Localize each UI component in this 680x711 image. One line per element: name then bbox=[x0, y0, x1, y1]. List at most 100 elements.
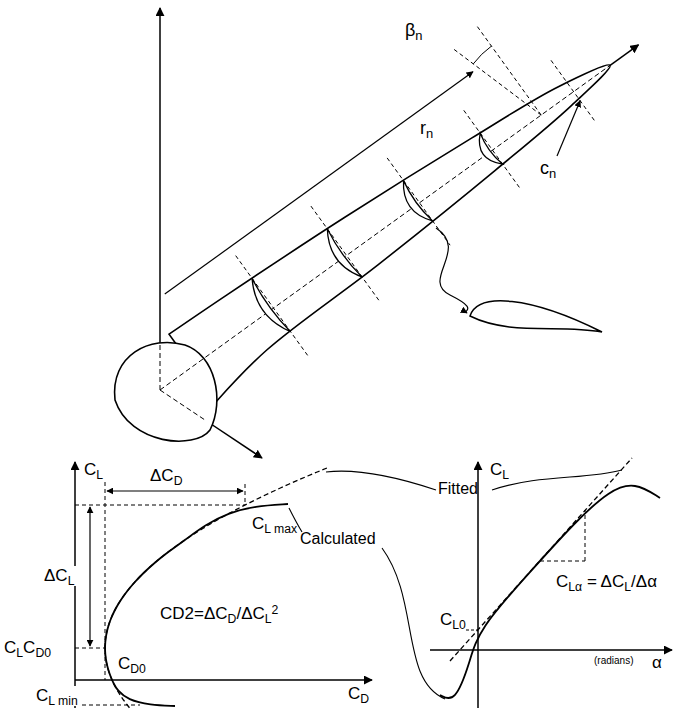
twist-line bbox=[453, 49, 541, 115]
blade-axis bbox=[610, 45, 638, 65]
slope-run bbox=[540, 561, 585, 562]
label-part: L bbox=[265, 612, 272, 626]
label-part: C bbox=[490, 460, 502, 479]
label-part: 2 bbox=[272, 603, 279, 617]
axis-value: CD0 bbox=[118, 654, 146, 674]
limit-label: CL max bbox=[252, 514, 297, 534]
axis-label: CL bbox=[490, 460, 509, 480]
label-part: c bbox=[540, 158, 549, 178]
airfoil-section bbox=[470, 301, 602, 332]
label-part: ΔC bbox=[44, 566, 68, 585]
cd-axis bbox=[75, 679, 372, 681]
label-part: ΔC bbox=[150, 466, 174, 485]
leader-line bbox=[492, 470, 622, 490]
station-line bbox=[551, 60, 596, 122]
label-part: L bbox=[502, 468, 509, 482]
polar-curves bbox=[105, 468, 327, 708]
label-part: Lα bbox=[568, 580, 582, 594]
axis-dashed bbox=[160, 65, 610, 390]
label-part: r bbox=[420, 118, 426, 138]
alpha-axis bbox=[430, 649, 672, 651]
label-part: D0 bbox=[35, 646, 51, 660]
axis-value: CL0 bbox=[440, 610, 466, 630]
delta-label: ΔCL bbox=[42, 566, 76, 586]
label-part: L min bbox=[48, 694, 77, 708]
leader-line bbox=[436, 228, 468, 313]
label-part: Calculated bbox=[300, 530, 376, 547]
clcd0-guide bbox=[75, 648, 105, 649]
label-part: L bbox=[16, 646, 23, 660]
axis-label: CL bbox=[84, 460, 103, 480]
hub bbox=[115, 342, 217, 441]
leader-line bbox=[326, 471, 436, 490]
radius-arrow bbox=[165, 72, 473, 294]
label-part: = ΔC bbox=[582, 572, 624, 591]
blade-outline bbox=[169, 65, 610, 401]
label-part: α bbox=[652, 653, 662, 672]
label-part: C bbox=[23, 638, 35, 657]
label-part: L bbox=[96, 468, 103, 482]
label-part: /ΔC bbox=[236, 604, 264, 623]
axis-dashed bbox=[160, 345, 161, 390]
label-part: C bbox=[4, 638, 16, 657]
label-part: C bbox=[118, 654, 130, 673]
cl0-tick bbox=[466, 630, 478, 631]
axis-dashed bbox=[160, 390, 205, 420]
formula-label: CD2=ΔCD/ΔCL2 bbox=[160, 604, 278, 624]
delta-label: ΔCD bbox=[150, 466, 182, 486]
label-part: L bbox=[68, 574, 75, 588]
cl-axis bbox=[477, 462, 479, 708]
label-part: /Δα bbox=[631, 572, 657, 591]
label-part: C bbox=[252, 514, 264, 533]
twist-line bbox=[477, 26, 541, 115]
label-part: D bbox=[228, 612, 237, 626]
label-part: D0 bbox=[130, 662, 146, 676]
label-part: n bbox=[426, 126, 433, 141]
label-part: n bbox=[549, 166, 556, 181]
calculated-polar bbox=[105, 504, 288, 706]
limit-label: CL min bbox=[34, 686, 80, 706]
label-part: C bbox=[348, 684, 360, 703]
radius-label: rn bbox=[420, 118, 433, 139]
curve-note: Fitted bbox=[438, 480, 478, 498]
label-part: D bbox=[360, 692, 369, 706]
curve-note: Calculated bbox=[300, 530, 376, 548]
calculated-lift bbox=[440, 486, 660, 698]
slope-rise bbox=[585, 510, 586, 561]
blade-section bbox=[479, 133, 502, 164]
delta-cl-arrow bbox=[89, 507, 90, 646]
cd-guide bbox=[245, 484, 246, 505]
clmin-guide bbox=[75, 705, 140, 706]
label-part: C bbox=[84, 460, 96, 479]
station-line bbox=[464, 110, 520, 188]
twist-arc bbox=[473, 46, 491, 64]
label-part: C bbox=[556, 572, 568, 591]
lateral-axis bbox=[205, 420, 262, 458]
blade-group bbox=[115, 26, 639, 441]
label-part: β bbox=[405, 20, 415, 40]
label-part: C bbox=[440, 610, 452, 629]
clmax-guide bbox=[75, 505, 245, 506]
chord-arrow bbox=[557, 101, 580, 156]
lift-curve bbox=[440, 486, 660, 698]
angle-label: βn bbox=[405, 20, 423, 41]
axis-value: CLCD0 bbox=[4, 638, 51, 658]
label-part: L max bbox=[264, 522, 297, 536]
label-part: C bbox=[36, 686, 48, 705]
label-part: n bbox=[415, 28, 422, 43]
leader-line bbox=[382, 548, 445, 699]
label-part: L0 bbox=[452, 618, 466, 632]
station-line bbox=[236, 256, 308, 356]
station-line bbox=[311, 206, 380, 301]
label-part: (radians) bbox=[594, 655, 633, 666]
fitted-parabola bbox=[105, 468, 327, 708]
unit-label: (radians) bbox=[594, 655, 633, 667]
label-part: CD2=ΔC bbox=[160, 604, 228, 623]
label-part: D bbox=[174, 474, 183, 488]
delta-cd-arrow bbox=[107, 490, 243, 491]
vertical-axis bbox=[159, 8, 161, 345]
chord-label: cn bbox=[540, 158, 556, 179]
